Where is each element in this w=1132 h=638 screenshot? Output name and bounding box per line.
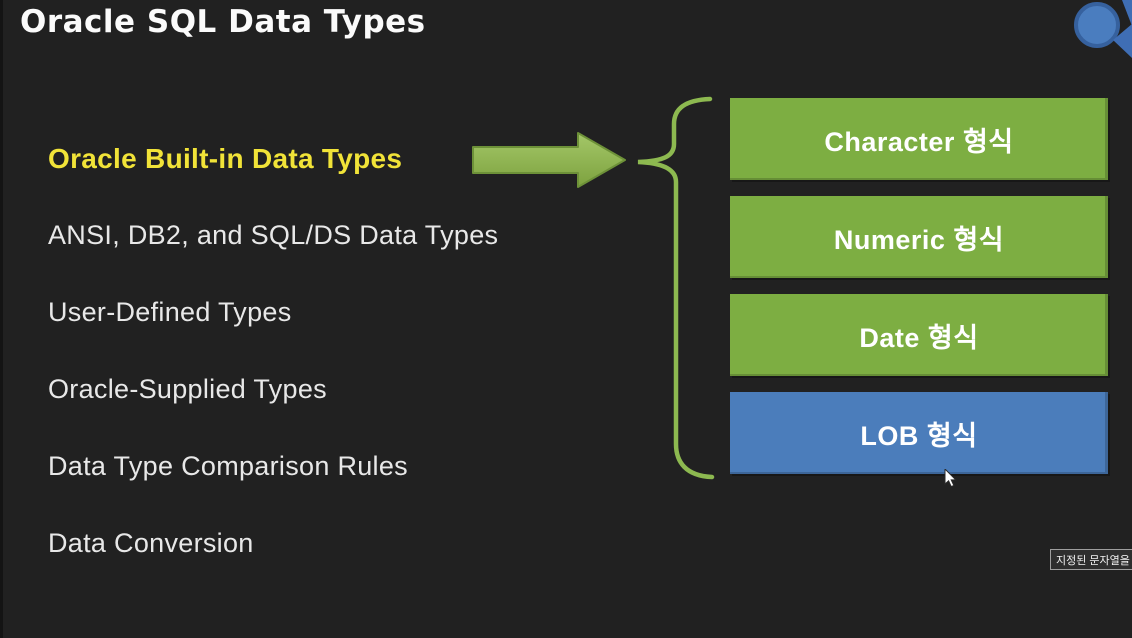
brand-logo-icon xyxy=(1074,0,1132,58)
topic-item-ansi-db2[interactable]: ANSI, DB2, and SQL/DS Data Types xyxy=(48,197,608,274)
topic-label: User-Defined Types xyxy=(48,297,292,327)
topic-label: Oracle Built-in Data Types xyxy=(48,142,403,174)
topic-item-data-conversion[interactable]: Data Conversion xyxy=(48,505,608,582)
box-date-type[interactable]: Date 형식 xyxy=(730,294,1108,376)
page-title: Oracle SQL Data Types xyxy=(20,4,426,40)
topic-item-oracle-supplied[interactable]: Oracle-Supplied Types xyxy=(48,351,608,428)
topic-label: Data Conversion xyxy=(48,528,254,558)
topic-label: ANSI, DB2, and SQL/DS Data Types xyxy=(48,220,499,250)
right-arrow-icon xyxy=(472,132,626,188)
topic-item-user-defined[interactable]: User-Defined Types xyxy=(48,274,608,351)
topic-label: Data Type Comparison Rules xyxy=(48,451,408,481)
box-label: Numeric 형식 xyxy=(833,224,1005,255)
box-label: LOB 형식 xyxy=(860,420,978,451)
topic-item-oracle-built-in[interactable]: Oracle Built-in Data Types xyxy=(48,120,608,197)
box-character-type[interactable]: Character 형식 xyxy=(730,98,1108,180)
topic-label: Oracle-Supplied Types xyxy=(48,374,327,404)
box-lob-type[interactable]: LOB 형식 xyxy=(730,392,1108,474)
box-label: Date 형식 xyxy=(859,322,979,353)
topic-item-comparison-rules[interactable]: Data Type Comparison Rules xyxy=(48,428,608,505)
tooltip-text: 지정된 문자열을 포 xyxy=(1056,554,1132,567)
topic-list: Oracle Built-in Data Types ANSI, DB2, an… xyxy=(48,120,608,582)
tooltip: 지정된 문자열을 포 xyxy=(1050,549,1132,570)
curly-brace-icon xyxy=(637,96,715,480)
box-numeric-type[interactable]: Numeric 형식 xyxy=(730,196,1108,278)
mouse-cursor-icon xyxy=(944,469,957,488)
left-edge-divider xyxy=(0,0,3,638)
data-type-boxes: Character 형식 Numeric 형식 Date 형식 LOB 형식 xyxy=(730,98,1108,490)
box-label: Character 형식 xyxy=(824,126,1014,157)
